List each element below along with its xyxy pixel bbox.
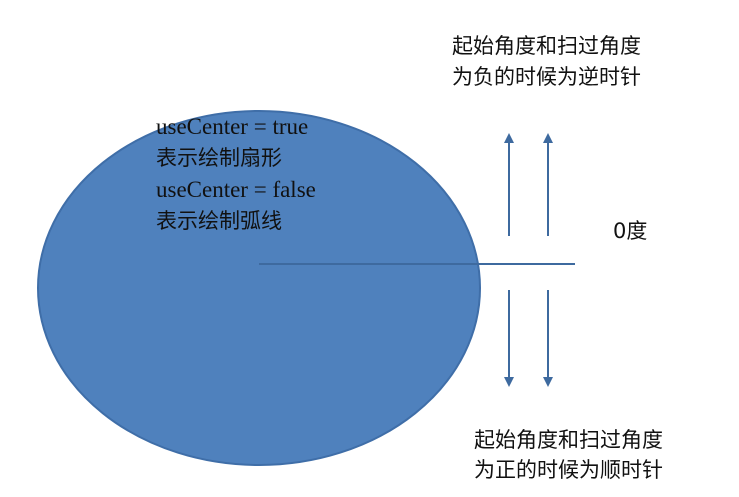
clockwise-note-line1: 起始角度和扫过角度	[474, 428, 663, 452]
draw-sector-text: 表示绘制扇形	[156, 146, 282, 170]
draw-arc-text: 表示绘制弧线	[156, 209, 282, 233]
oval-shape	[37, 110, 481, 466]
counterclockwise-note-line1: 起始角度和扫过角度	[452, 34, 641, 58]
clockwise-note-line2: 为正的时候为顺时针	[474, 458, 663, 482]
use-center-true-text: useCenter = true	[156, 114, 309, 139]
use-center-false-text: useCenter = false	[156, 177, 316, 202]
zero-degree-label: 0度	[613, 219, 648, 243]
counterclockwise-note-line2: 为负的时候为逆时针	[452, 65, 641, 89]
